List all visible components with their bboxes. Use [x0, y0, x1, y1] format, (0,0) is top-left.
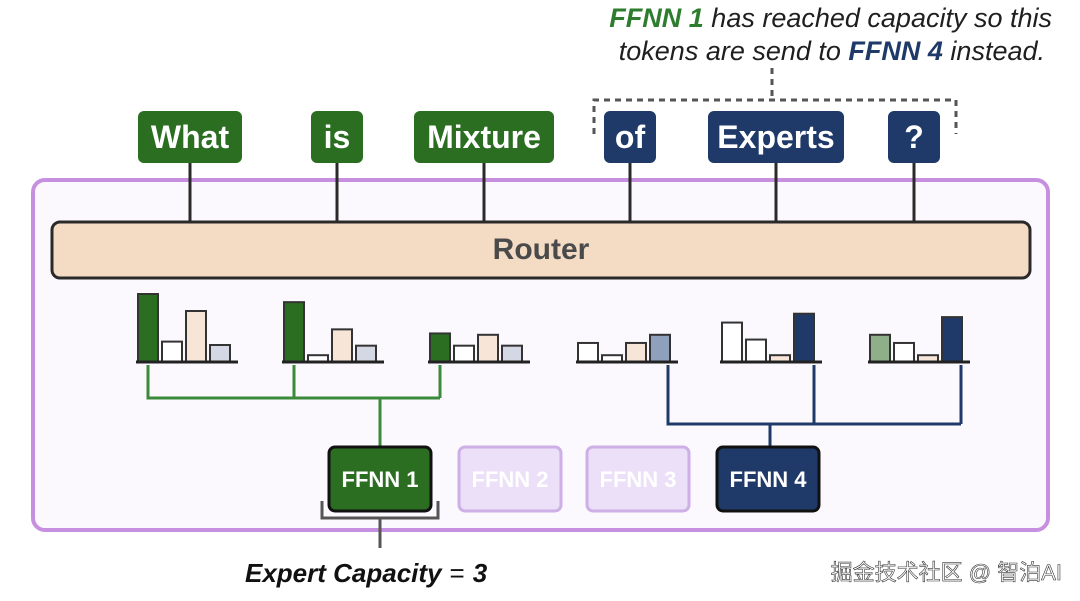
routing-prob-bar [355, 344, 377, 363]
routing-prob-bar [209, 344, 231, 363]
routing-prob-bar [721, 321, 743, 363]
routing-prob-bar [793, 312, 815, 363]
expert-box [457, 445, 563, 513]
token-connectors [188, 162, 916, 222]
token-label: Mixture [427, 119, 541, 155]
token-box [311, 111, 363, 163]
token-label: ? [904, 119, 924, 155]
routing-prob-bar [185, 310, 207, 363]
caption-ffnn1: FFNN 1 [609, 3, 704, 33]
routing-prob-bar [161, 340, 183, 364]
caption-ffnn4: FFNN 4 [848, 36, 943, 66]
routing-prob-bar [869, 333, 891, 363]
router-label: Router [493, 233, 590, 266]
routing-prob-bar [477, 333, 499, 363]
routing-line-blue [666, 365, 963, 447]
expert-capacity-label: Expert Capacity=3 [245, 558, 488, 588]
expert-box [327, 445, 433, 513]
routing-prob-bar [331, 328, 353, 363]
routing-prob-bar [501, 344, 523, 363]
routing-prob-bar [283, 301, 305, 364]
expert-label: FFNN 4 [730, 467, 808, 492]
routing-prob-bar [649, 333, 671, 363]
routing-prob-bar [577, 341, 599, 363]
expert-box [585, 445, 691, 513]
token-box [888, 111, 940, 163]
routing-prob-bar [745, 338, 767, 363]
routing-prob-bar [625, 341, 647, 363]
watermark: 掘金技术社区 @ 智泊AI [831, 560, 1062, 585]
expert-label: FFNN 2 [472, 467, 549, 492]
routing-charts [136, 293, 970, 364]
token-box [708, 111, 844, 163]
router-bar [50, 220, 1032, 280]
overflow-bracket [592, 68, 958, 134]
caption-line-2: tokens are send to FFNN 4 instead. [619, 36, 1045, 66]
token-label: Experts [717, 119, 834, 155]
token-box [414, 111, 554, 163]
token-label: of [615, 119, 646, 155]
token-row: What is Mixture of Experts? [138, 111, 940, 163]
routing-prob-bar [893, 341, 915, 363]
routing-prob-bar [941, 316, 963, 363]
expert-row: FFNN 1 FFNN 2 FFNN 3 FFNN 4 [327, 445, 821, 513]
routing-prob-bar [137, 293, 159, 363]
caption-line-1: FFNN 1 has reached capacity so this [609, 3, 1052, 33]
token-label: is [324, 119, 351, 155]
token-label: What [151, 119, 230, 155]
routing-lines [146, 365, 963, 447]
expert-box [715, 445, 821, 513]
routing-prob-bar [429, 332, 451, 364]
routing-prob-bar [453, 344, 475, 363]
token-box [604, 111, 656, 163]
expert-label: FFNN 1 [342, 467, 419, 492]
routing-line-green [146, 365, 442, 447]
expert-label: FFNN 3 [600, 467, 677, 492]
token-box [138, 111, 242, 163]
capacity-brace [320, 501, 440, 548]
